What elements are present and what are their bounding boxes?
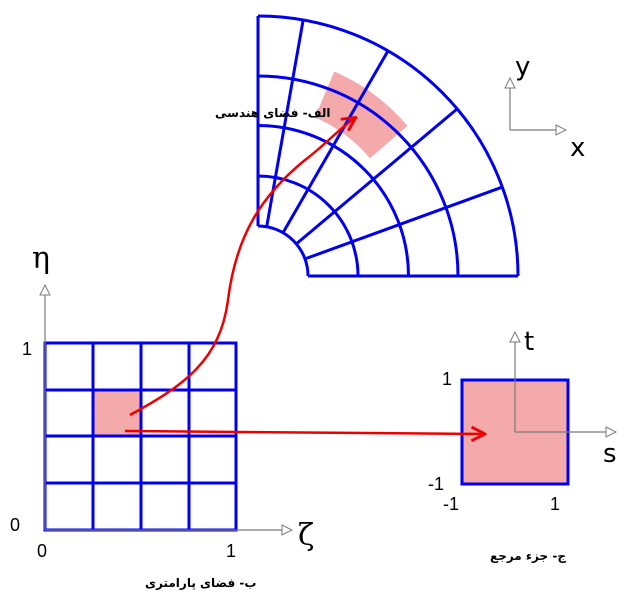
reference-right-label: 1 (550, 494, 560, 514)
x-axis-label: x (570, 133, 585, 163)
parametric-to-reference-arrow (124, 431, 484, 434)
eta-max-label: 1 (22, 339, 32, 359)
geometric-mesh-arc (257, 74, 460, 277)
zeta-max-label: 1 (226, 541, 236, 561)
geometric-mesh-radial-line (281, 50, 390, 234)
geometric-mesh-radial-line (304, 185, 503, 261)
parametric-grid (43, 341, 238, 532)
geometric-mesh-arc (257, 124, 410, 277)
mapping-arrows (124, 118, 484, 434)
geometric-outer-arc (257, 14, 520, 277)
eta-axis-label: η (32, 241, 50, 276)
geometric-inner-arc (257, 224, 310, 277)
reference-element-caption: ج- جزء مرجع (490, 549, 566, 563)
t-axis-label: t (524, 327, 534, 357)
s-axis-label: s (603, 439, 617, 469)
geometric-mesh-arc (257, 174, 360, 277)
reference-bottom-label: -1 (428, 474, 444, 494)
geometric-mesh (256, 14, 520, 278)
parametric-space-caption: ب- فضای پارامتری (145, 576, 256, 590)
geometric-mesh-radial-line (265, 19, 305, 228)
geometric-axes: y x (510, 52, 585, 163)
zeta-axis-label: ζ (298, 518, 314, 553)
parametric-axes: η ζ 1 0 0 1 (10, 241, 314, 561)
zeta-origin-label: 0 (37, 541, 47, 561)
reference-left-label: -1 (443, 494, 459, 514)
geometric-space-caption: الف- فضای هندسی (215, 106, 331, 120)
geometric-mesh-radial-line (295, 107, 459, 246)
reference-top-label: 1 (442, 369, 452, 389)
parametric-to-geometric-arrow (129, 118, 355, 417)
y-axis-label: y (515, 52, 530, 82)
reference-axes: t s 1 -1 -1 1 (428, 327, 617, 514)
eta-origin-label: 0 (10, 515, 20, 535)
